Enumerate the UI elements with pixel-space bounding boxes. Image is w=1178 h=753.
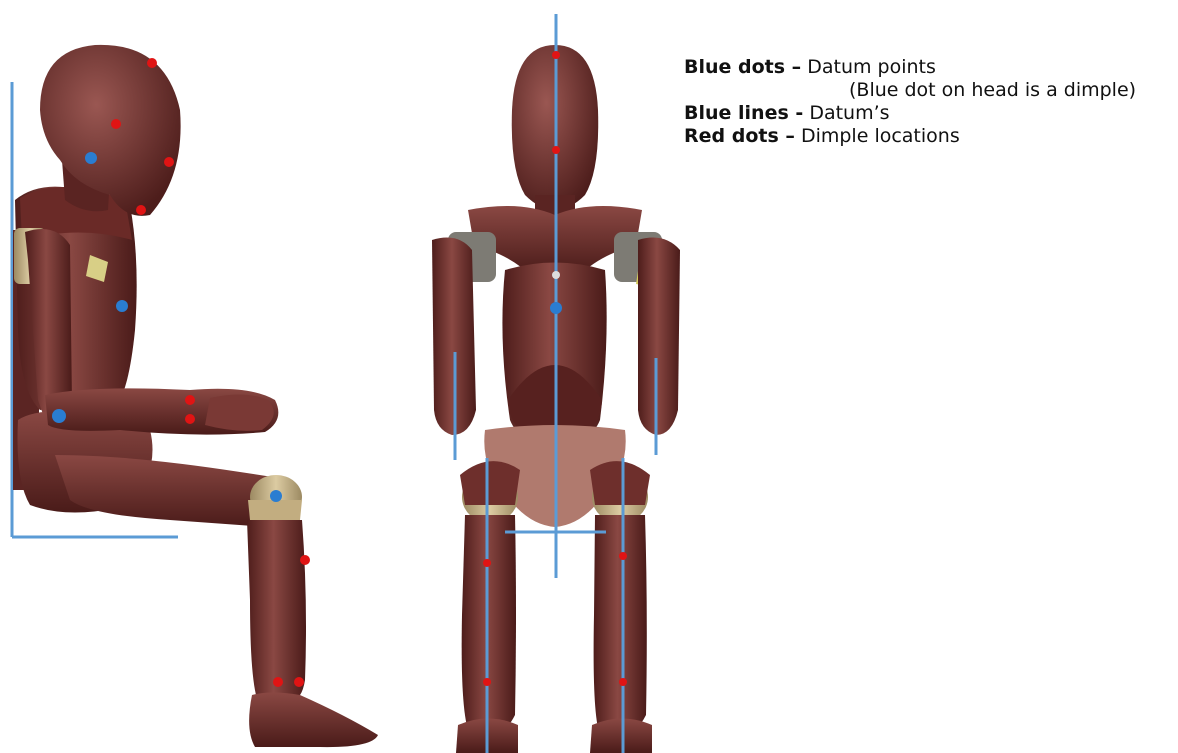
front-head-top-dimple (552, 51, 560, 59)
side-head-datum-dot (85, 152, 97, 164)
legend-blue-dots-desc: Datum points (807, 56, 936, 78)
side-ankle-dimple-2 (294, 677, 304, 687)
side-chest-datum-dot (116, 300, 128, 312)
legend-blue-lines: Blue lines - Datum’s (684, 102, 1136, 125)
side-head-top-dimple (147, 58, 157, 68)
front-right-shin-dimple-upper (619, 552, 627, 560)
legend-blue-dots-label: Blue dots – (684, 56, 801, 78)
legend-blue-lines-desc: Datum’s (809, 102, 889, 124)
side-view-figure (12, 45, 378, 747)
legend-red-dots-desc: Dimple locations (801, 125, 960, 147)
side-forearm-dimple-1 (185, 395, 195, 405)
front-right-ankle-dimple (619, 678, 627, 686)
legend-blue-dots: Blue dots – Datum points (684, 56, 1136, 79)
front-left-shin-dimple-upper (483, 559, 491, 567)
side-knee-datum-dot (270, 490, 282, 502)
side-head-front-dimple (164, 157, 174, 167)
front-view-figure (432, 14, 680, 753)
side-hip-datum-dot (52, 409, 66, 423)
legend: Blue dots – Datum points (Blue dot on he… (684, 56, 1136, 148)
legend-blue-dots-note: (Blue dot on head is a dimple) (684, 79, 1136, 102)
side-head-mid-dimple (111, 119, 121, 129)
side-forearm-dimple-2 (185, 414, 195, 424)
front-sternum-datum-dot (550, 302, 562, 314)
legend-red-dots-label: Red dots – (684, 125, 795, 147)
legend-blue-lines-label: Blue lines - (684, 102, 803, 124)
side-shin-dimple-upper (300, 555, 310, 565)
legend-red-dots: Red dots – Dimple locations (684, 125, 1136, 148)
side-ankle-dimple-1 (273, 677, 283, 687)
front-chest-datum-dot (552, 271, 560, 279)
side-chin-dimple (136, 205, 146, 215)
front-face-dimple (552, 146, 560, 154)
front-left-ankle-dimple (483, 678, 491, 686)
